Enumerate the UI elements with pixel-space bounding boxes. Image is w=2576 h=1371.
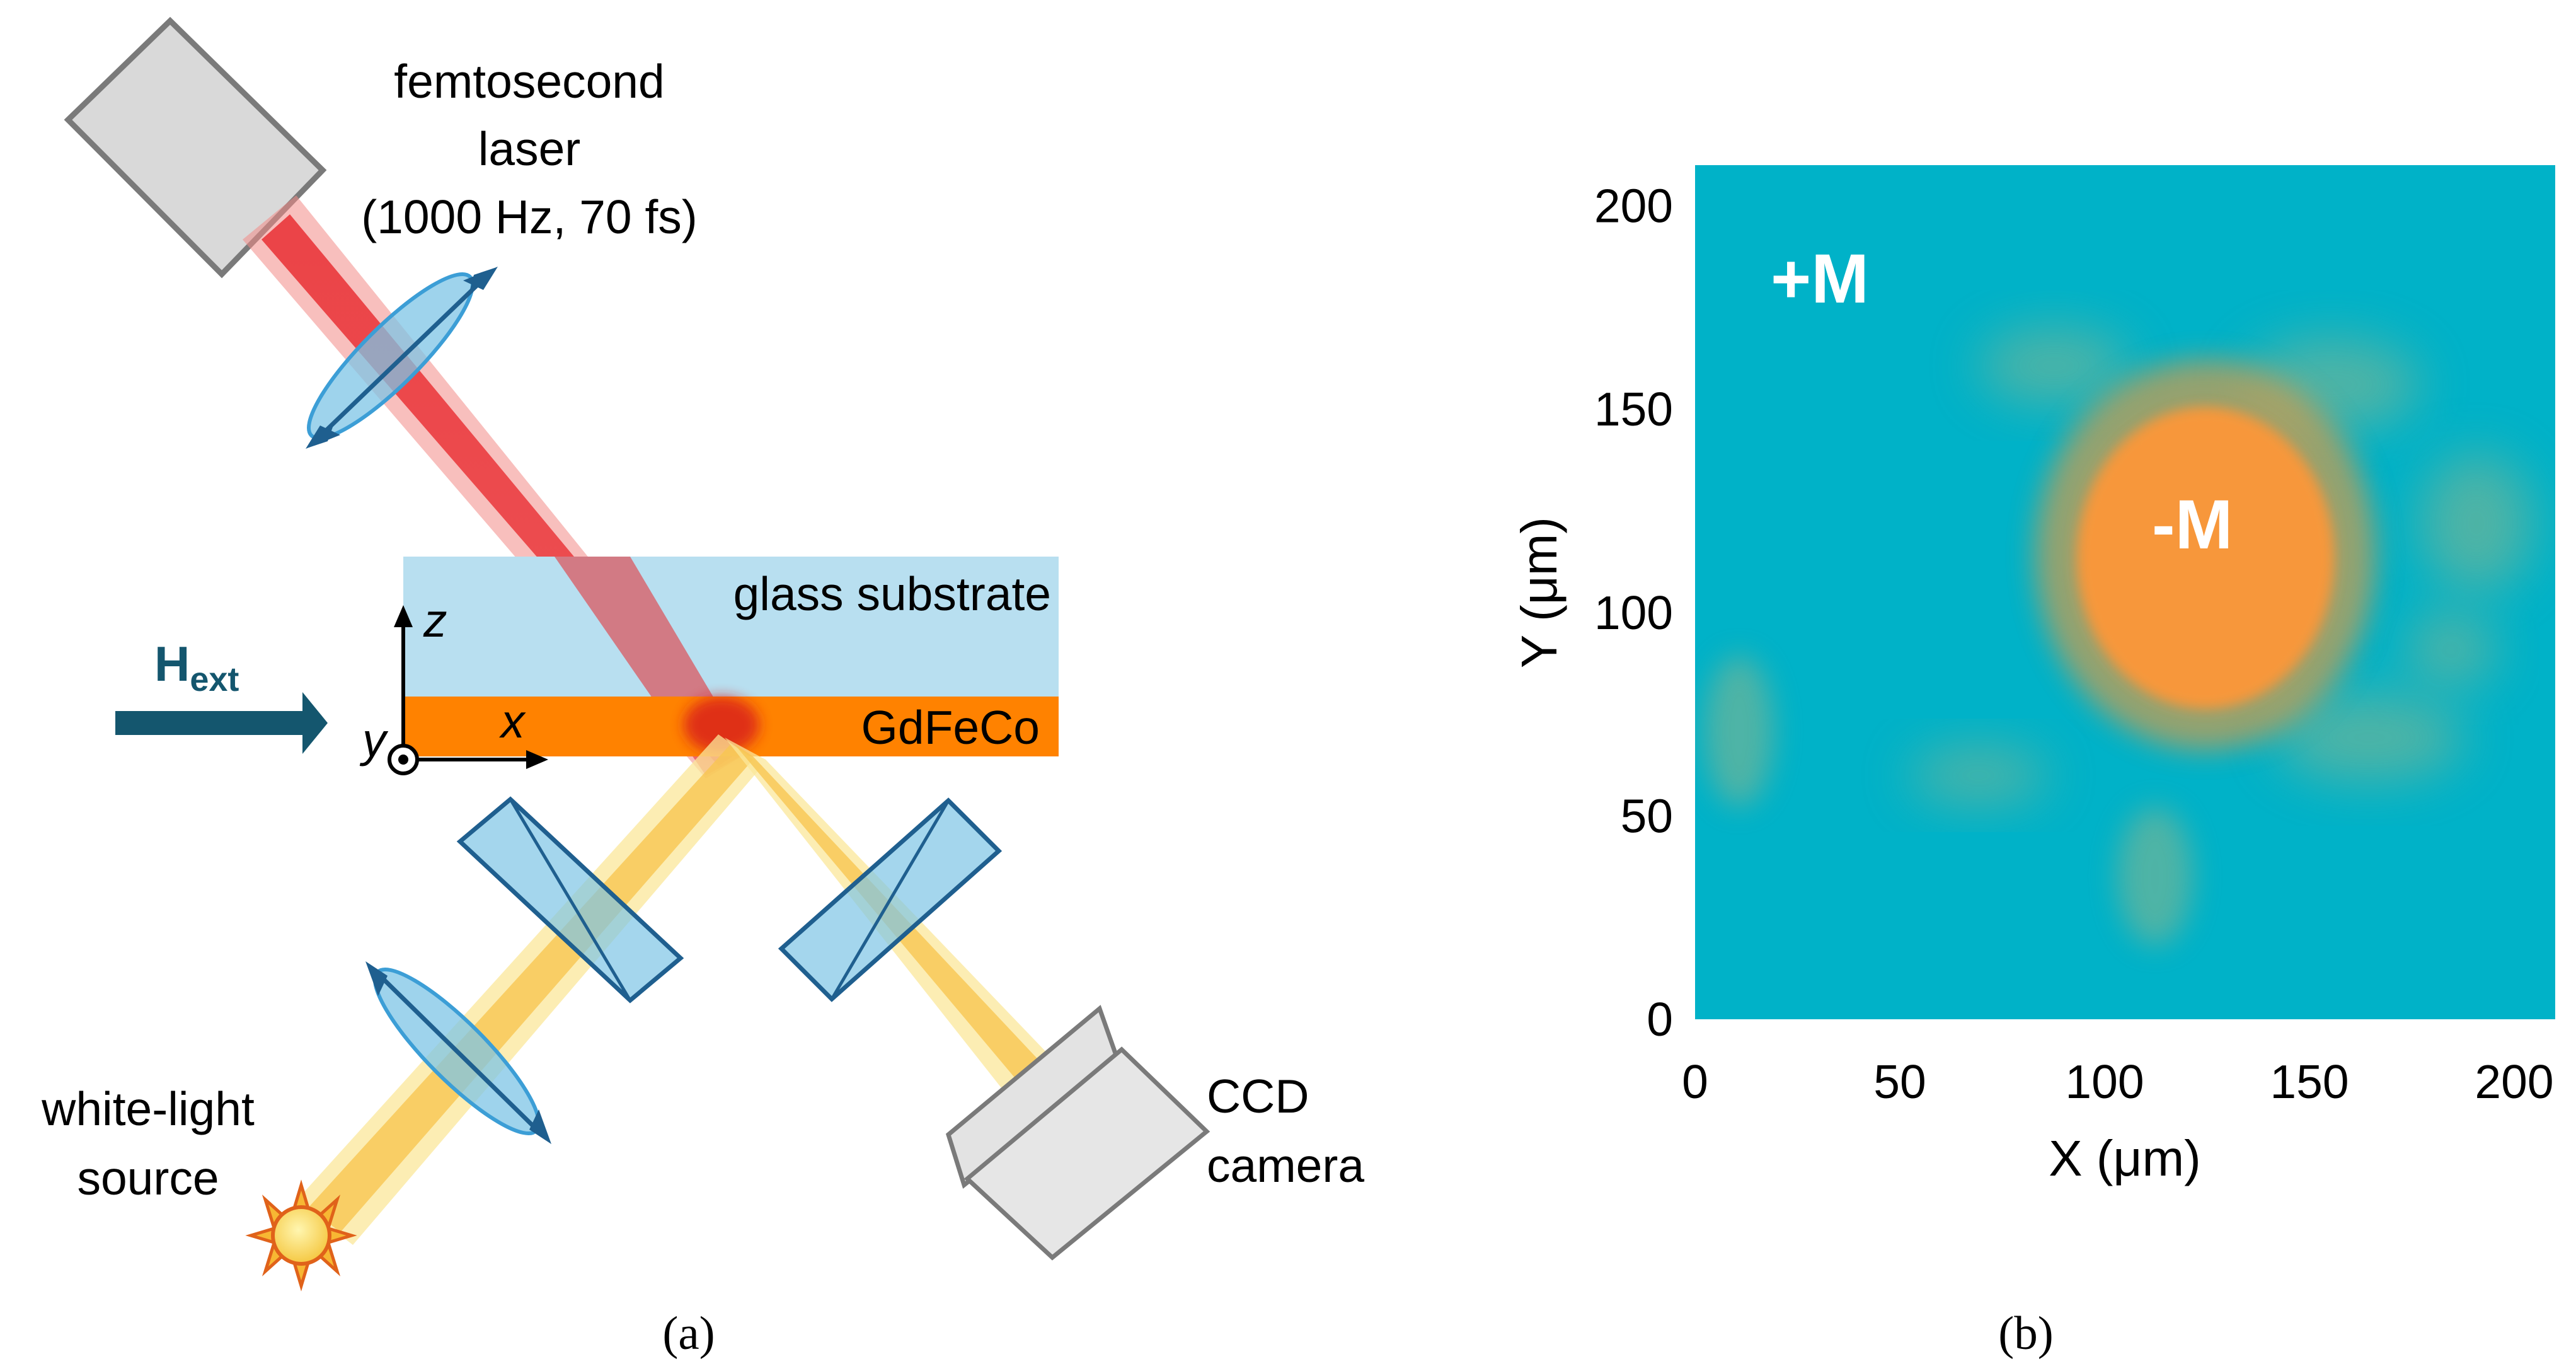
polarizer bbox=[456, 796, 684, 1004]
laser-lens bbox=[306, 267, 498, 449]
laser-label-line-3: (1000 Hz, 70 fs) bbox=[361, 190, 698, 243]
y-tick-label: 50 bbox=[1621, 789, 1673, 842]
domain-core bbox=[2076, 407, 2335, 709]
x-tick-label: 50 bbox=[1873, 1055, 1926, 1108]
axis-z-label: z bbox=[423, 594, 447, 647]
analyzer bbox=[778, 797, 1003, 1002]
y-tick-label: 0 bbox=[1647, 993, 1673, 1046]
heatmap bbox=[1695, 165, 2555, 1019]
laser-label-line-2: laser bbox=[478, 122, 581, 175]
y-axis-label: Y (μm) bbox=[1511, 517, 1567, 668]
faint-domain-traces bbox=[1705, 328, 2533, 946]
x-tick-label: 150 bbox=[2270, 1055, 2349, 1108]
camera-label-line-2: camera bbox=[1207, 1139, 1364, 1192]
y-tick-label: 200 bbox=[1594, 180, 1673, 233]
region-label-outer: +M bbox=[1771, 240, 1869, 318]
y-axis: 0 50 100 150 200 bbox=[1594, 180, 1673, 1046]
axis-y-label: y bbox=[359, 714, 389, 766]
laser-label: femtosecond laser (1000 Hz, 70 fs) bbox=[361, 55, 698, 243]
x-axis-label: X (μm) bbox=[2049, 1130, 2201, 1186]
glass-substrate: glass substrate bbox=[403, 557, 1059, 697]
caption-b: (b) bbox=[1998, 1307, 2053, 1360]
region-label-inner: -M bbox=[2152, 486, 2233, 564]
panel-a: glass substrate GdFeCo bbox=[41, 16, 1364, 1360]
laser-device bbox=[64, 16, 327, 279]
axis-x-label: x bbox=[499, 695, 526, 748]
film-label: GdFeCo bbox=[861, 701, 1040, 754]
field-label: Hext bbox=[154, 636, 239, 698]
white-light-beam bbox=[296, 734, 762, 1245]
substrate-label: glass substrate bbox=[733, 567, 1051, 620]
field-label-sub: ext bbox=[190, 661, 239, 698]
laser-label-line-1: femtosecond bbox=[394, 55, 664, 108]
field-arrow: Hext bbox=[115, 636, 328, 754]
x-axis: 0 50 100 150 200 bbox=[1682, 1055, 2553, 1108]
x-tick-label: 100 bbox=[2065, 1055, 2144, 1108]
field-label-main: H bbox=[154, 636, 190, 691]
camera-label-line-1: CCD bbox=[1207, 1070, 1309, 1123]
y-tick-label: 150 bbox=[1594, 383, 1673, 436]
caption-a: (a) bbox=[662, 1307, 715, 1360]
source-label-line-2: source bbox=[77, 1152, 219, 1205]
white-light-lens bbox=[365, 961, 551, 1144]
focus-spot bbox=[684, 697, 759, 753]
x-tick-label: 0 bbox=[1682, 1055, 1708, 1108]
ccd-camera bbox=[945, 1005, 1210, 1261]
x-tick-label: 200 bbox=[2475, 1055, 2553, 1108]
sun-icon bbox=[245, 1179, 357, 1292]
coordinate-axes: z x y bbox=[359, 594, 548, 775]
camera-label: CCD camera bbox=[1207, 1070, 1364, 1192]
source-label: white-light source bbox=[41, 1082, 255, 1205]
y-tick-label: 100 bbox=[1594, 586, 1673, 639]
panel-b: +M -M 0 50 100 150 200 0 50 100 150 200 X (μm) Y… bbox=[1511, 165, 2555, 1360]
source-label-line-1: white-light bbox=[41, 1082, 255, 1135]
